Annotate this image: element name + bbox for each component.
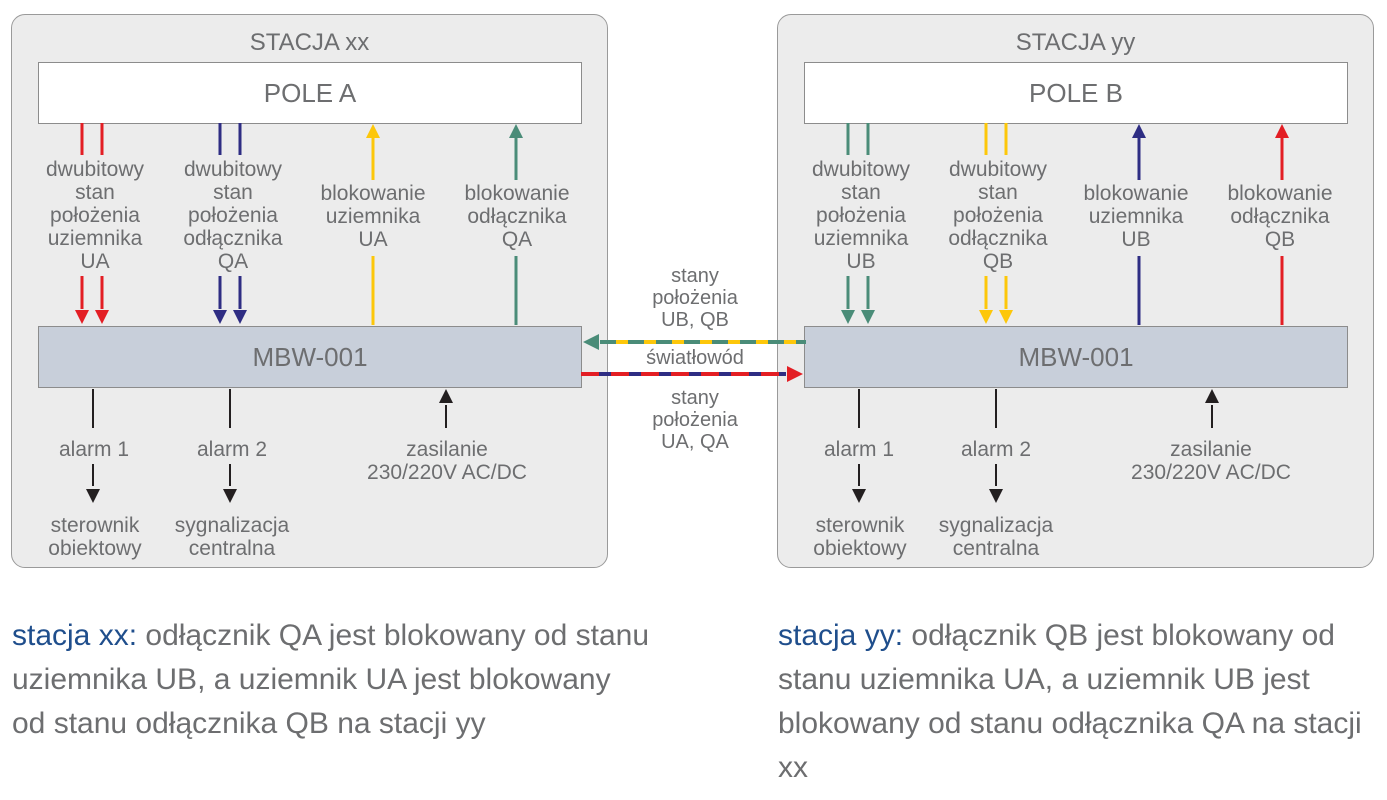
description-station-yy: stacja yy: odłącznik QB jest blokowany o… <box>778 614 1387 790</box>
alarm-2-label: alarm 2 <box>196 438 268 461</box>
description-station-xx: stacja xx: odłącznik QA jest blokowany o… <box>12 614 652 746</box>
pole-b-box: POLE B <box>804 62 1348 124</box>
description-highlight: stacja xx: <box>12 619 138 652</box>
mbw-device-box: MBW-001 <box>804 326 1348 388</box>
station-title: STACJA yy <box>1015 29 1136 56</box>
description-highlight: stacja yy: <box>778 619 904 652</box>
mbw-device-box: MBW-001 <box>38 326 582 388</box>
station-title: STACJA xx <box>249 29 370 56</box>
alarm-1-label: alarm 1 <box>58 438 130 461</box>
fiber-optic-label: światłowód <box>646 347 744 369</box>
description-text: odłącznik QB jest blokowany od stanu uzi… <box>778 619 1362 784</box>
description-text: odłącznik QA jest blokowany od stanu uzi… <box>12 619 650 740</box>
alarm-1-label: alarm 1 <box>823 438 895 461</box>
pole-a-box: POLE A <box>38 62 582 124</box>
alarm-2-label: alarm 2 <box>960 438 1032 461</box>
